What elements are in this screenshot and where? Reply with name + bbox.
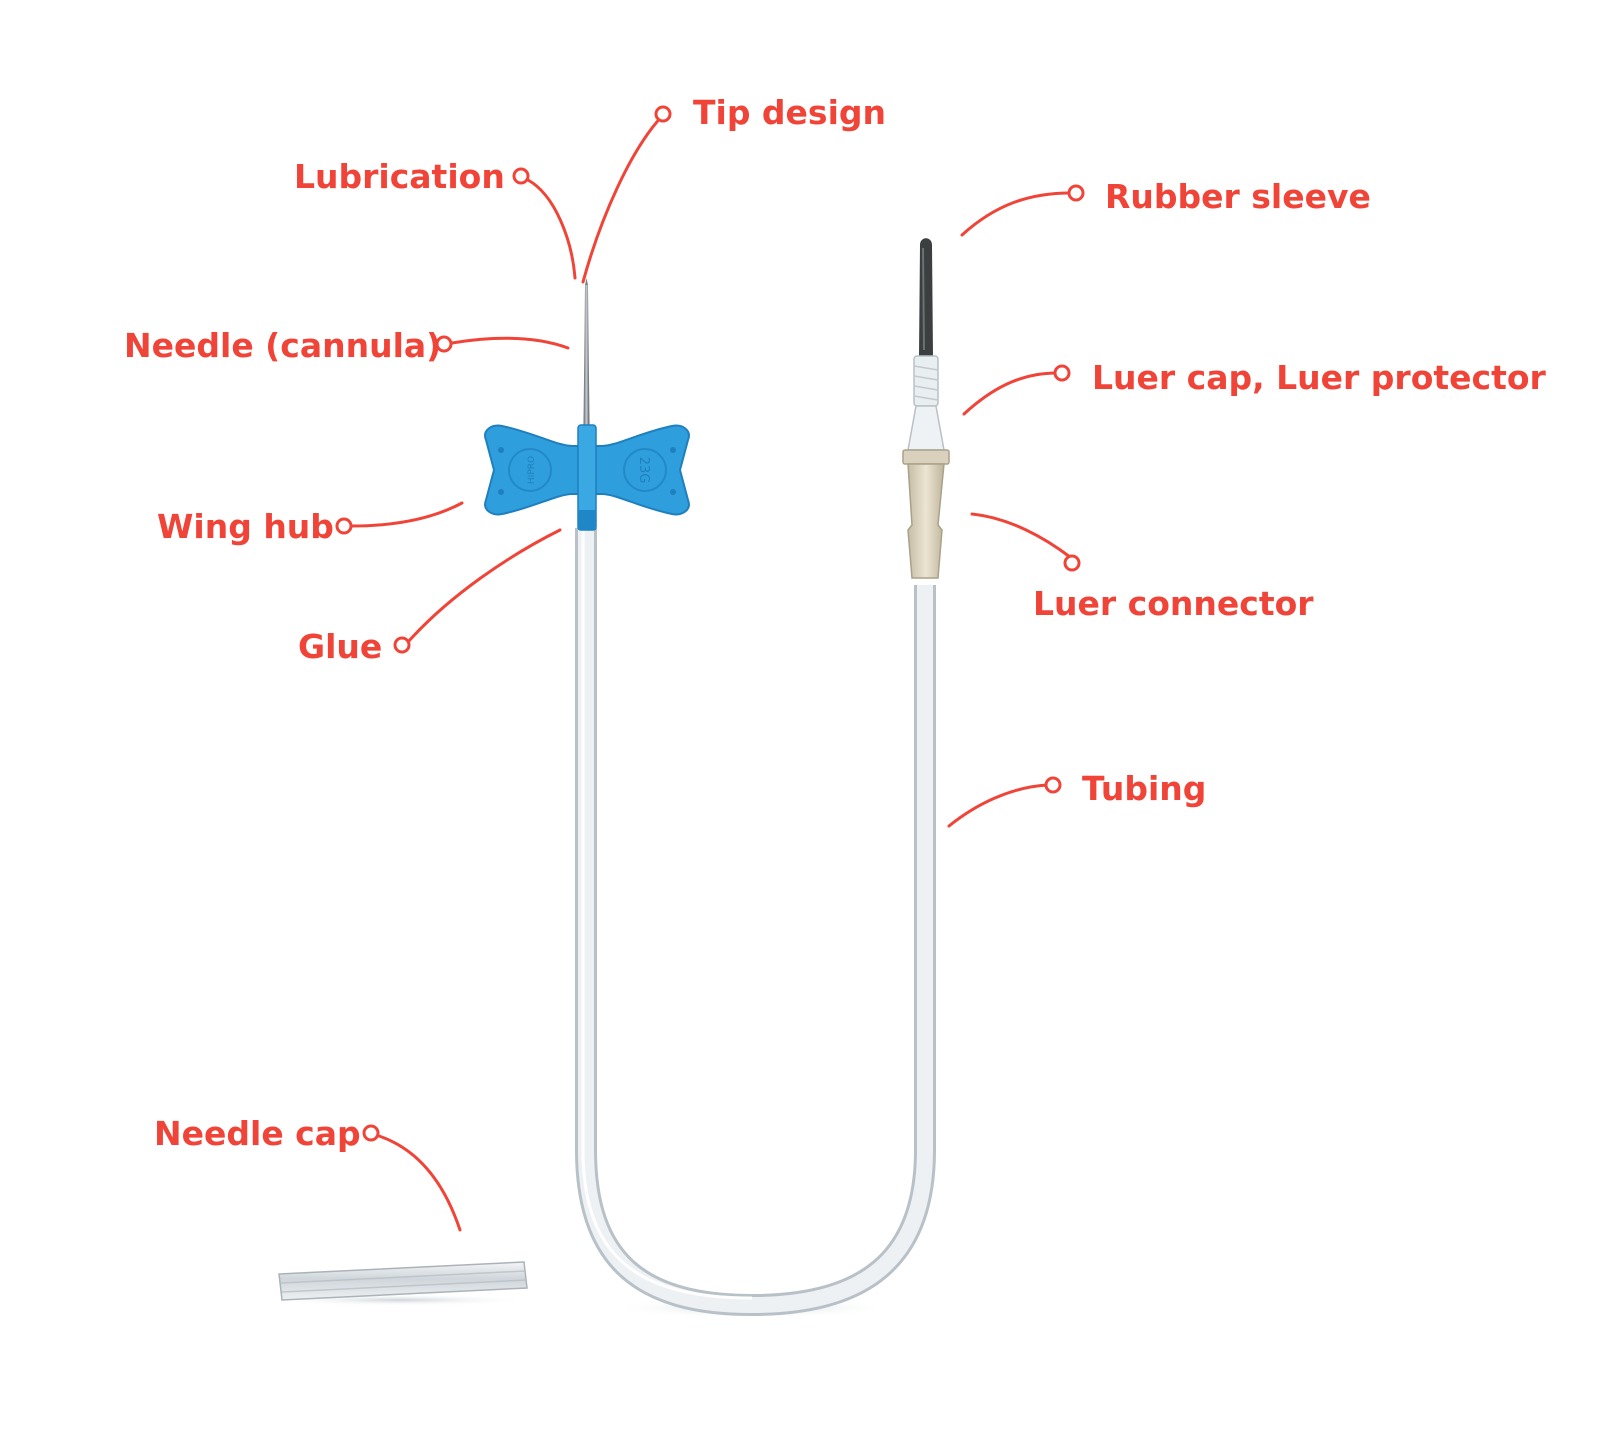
luer-connector-dot [1065,556,1079,570]
label-wing-hub: Wing hub [157,510,334,543]
label-needle-cannula: Needle (cannula) [124,329,441,362]
label-tip-design: Tip design [693,96,886,129]
wing-hub-dot [337,519,351,533]
needle-cap [279,1262,527,1300]
needle-cannula-leader [452,338,568,348]
needle-cannula [584,278,590,425]
luer-cap-dot [1055,366,1069,380]
leader-lines [337,107,1083,1230]
lubrication-dot [514,169,528,183]
wing-gauge-text: 23G [636,457,651,484]
rubber-sleeve-leader [962,193,1075,235]
label-tubing: Tubing [1082,772,1206,805]
luer-cap-leader [964,373,1060,414]
label-rubber-sleeve: Rubber sleeve [1105,180,1371,213]
luer-connector [903,450,949,578]
wing-hub: HIPRO 23G [485,425,689,530]
label-lubrication: Lubrication [294,160,505,193]
glue-dot [395,638,409,652]
rubber-sleeve-dot [1069,186,1083,200]
luer-connector-leader [972,514,1070,557]
glue-leader [408,530,560,642]
wing-hub-leader [352,503,462,526]
label-glue: Glue [298,630,382,663]
label-luer-connector: Luer connector [1033,587,1314,620]
lubrication-leader [528,180,575,278]
tubing-dot [1046,778,1060,792]
luer-cap [908,356,944,450]
tubing [583,528,925,1305]
tubing-leader [949,785,1048,826]
label-needle-cap: Needle cap [154,1117,361,1150]
tip-design-dot [656,107,670,121]
needle-cap-leader [379,1136,460,1230]
label-luer-cap: Luer cap, Luer protector [1092,361,1546,394]
tip-design-leader [583,115,663,282]
wing-brand-text: HIPRO [527,456,537,484]
needle-cap-dot [364,1126,378,1140]
rubber-sleeve [919,238,933,356]
